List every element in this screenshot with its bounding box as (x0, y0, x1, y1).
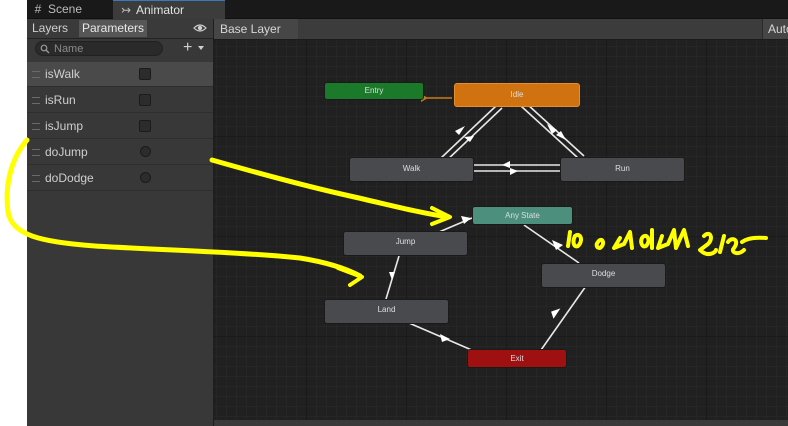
parameter-row[interactable]: isJump (27, 114, 213, 139)
parameter-row[interactable]: doJump (27, 140, 213, 165)
trigger-radio[interactable] (140, 172, 151, 183)
transition-arrow (510, 168, 518, 175)
transition-arrow (440, 334, 450, 342)
transition-idle-run[interactable] (520, 105, 579, 159)
tab-scene-label: Scene (48, 2, 83, 16)
transition-any-dodge[interactable] (523, 224, 580, 264)
transition-arrow (455, 126, 465, 135)
tab-animator[interactable]: ↣ Animator (113, 0, 225, 19)
trigger-radio[interactable] (140, 146, 151, 157)
parameter-name: doJump (45, 145, 88, 159)
plus-icon: + (183, 39, 193, 56)
parameter-row[interactable]: isWalk (27, 62, 213, 87)
transitions-layer (385, 94, 587, 352)
state-walk[interactable]: Walk (349, 157, 474, 182)
transition-dodge-exit[interactable] (540, 285, 587, 351)
grid-icon: # (34, 2, 42, 16)
transition-idle-walk[interactable] (440, 105, 497, 159)
parameter-name: isRun (45, 93, 76, 107)
graph-scrollbar[interactable] (214, 420, 788, 426)
breadcrumb[interactable]: Base Layer (214, 19, 298, 39)
parameter-name: isWalk (45, 67, 80, 81)
tab-layers[interactable]: Layers (32, 21, 69, 35)
search-placeholder: Name (54, 43, 84, 55)
transition-walk-idle[interactable] (445, 107, 503, 162)
tab-animator-label: Animator (136, 3, 185, 17)
transition-arrow (552, 240, 563, 250)
drag-handle-icon[interactable] (32, 149, 40, 156)
transition-arrow (556, 131, 566, 140)
state-machine-graph[interactable]: Entry Idle Walk Run Any State Jump Dodge… (214, 40, 788, 420)
tab-scene[interactable]: # Scene (31, 0, 111, 18)
parameter-row[interactable]: doDodge (27, 166, 213, 191)
auto-live-link-button[interactable]: Auto (762, 19, 788, 39)
state-run[interactable]: Run (560, 157, 685, 182)
transition-arrow (464, 136, 474, 142)
chevron-down-icon (198, 46, 204, 50)
transition-arrow (547, 124, 557, 134)
drag-handle-icon[interactable] (32, 123, 40, 130)
tab-parameters[interactable]: Parameters (79, 20, 148, 37)
state-dodge[interactable]: Dodge (541, 263, 666, 288)
state-idle[interactable]: Idle (454, 83, 580, 107)
transition-arrow (502, 161, 510, 168)
transition-arrow (389, 272, 395, 280)
parameter-name: isJump (45, 119, 84, 133)
animator-window: # Scene ↣ Animator Layers Parameters Name … (27, 0, 788, 426)
bool-checkbox[interactable] (139, 68, 151, 80)
bool-checkbox[interactable] (139, 94, 151, 106)
parameters-panel: Layers Parameters Name + isWalk (27, 19, 214, 426)
transition-arrow (551, 308, 561, 319)
window-tab-strip: # Scene ↣ Animator (27, 0, 788, 19)
animator-icon: ↣ (120, 3, 132, 17)
panel-tabs: Layers Parameters (27, 19, 213, 39)
search-icon (40, 44, 50, 54)
state-entry[interactable]: Entry (324, 82, 424, 100)
bool-checkbox[interactable] (139, 120, 151, 132)
graph-header: Base Layer Auto (214, 19, 788, 40)
breadcrumb-arrow (292, 19, 298, 39)
state-jump[interactable]: Jump (343, 231, 468, 256)
drag-handle-icon[interactable] (32, 71, 40, 78)
state-land[interactable]: Land (324, 299, 449, 324)
drag-handle-icon[interactable] (32, 175, 40, 182)
transition-arrow (461, 216, 471, 224)
eye-icon[interactable] (193, 21, 207, 35)
state-any-state[interactable]: Any State (472, 206, 573, 225)
add-parameter-button[interactable]: + (183, 39, 209, 57)
state-exit[interactable]: Exit (467, 349, 567, 368)
search-row: Name + (27, 39, 213, 61)
parameter-name: doDodge (45, 171, 94, 185)
parameter-row[interactable]: isRun (27, 88, 213, 113)
drag-handle-icon[interactable] (32, 97, 40, 104)
search-input[interactable]: Name (35, 41, 163, 56)
